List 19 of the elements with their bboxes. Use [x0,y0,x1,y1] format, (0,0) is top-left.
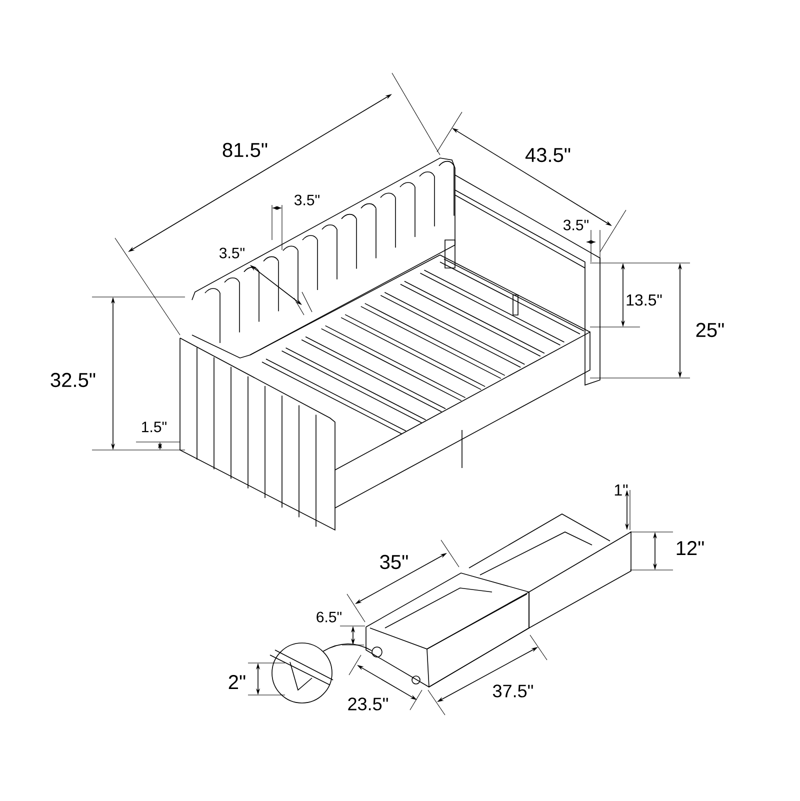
dimension-label: 43.5" [525,148,570,162]
dimension-label: 12" [676,541,704,555]
dimension-label: 25" [696,322,724,338]
dimension-label: 3.5" [563,220,588,230]
caster-wheel [372,646,382,658]
dimension-label: 1.5" [142,422,166,432]
dimension-label: 6.5" [316,612,342,622]
dimension-label: 35" [380,554,408,570]
dimension-label: 3.5" [294,194,320,206]
dimension-label: 23.5" [348,698,388,710]
dimension-label: 13.5" [626,294,662,306]
dimension-label: 2" [228,675,246,689]
dimension-label: 1" [614,484,628,496]
dimension-label: 81.5" [222,142,268,158]
leader-line [322,643,372,652]
dimension-label: 32.5" [50,372,96,388]
detail-view-circle [270,642,334,704]
dimension-label: 37.5" [492,684,533,698]
dimension-label: 3.5" [219,248,244,258]
